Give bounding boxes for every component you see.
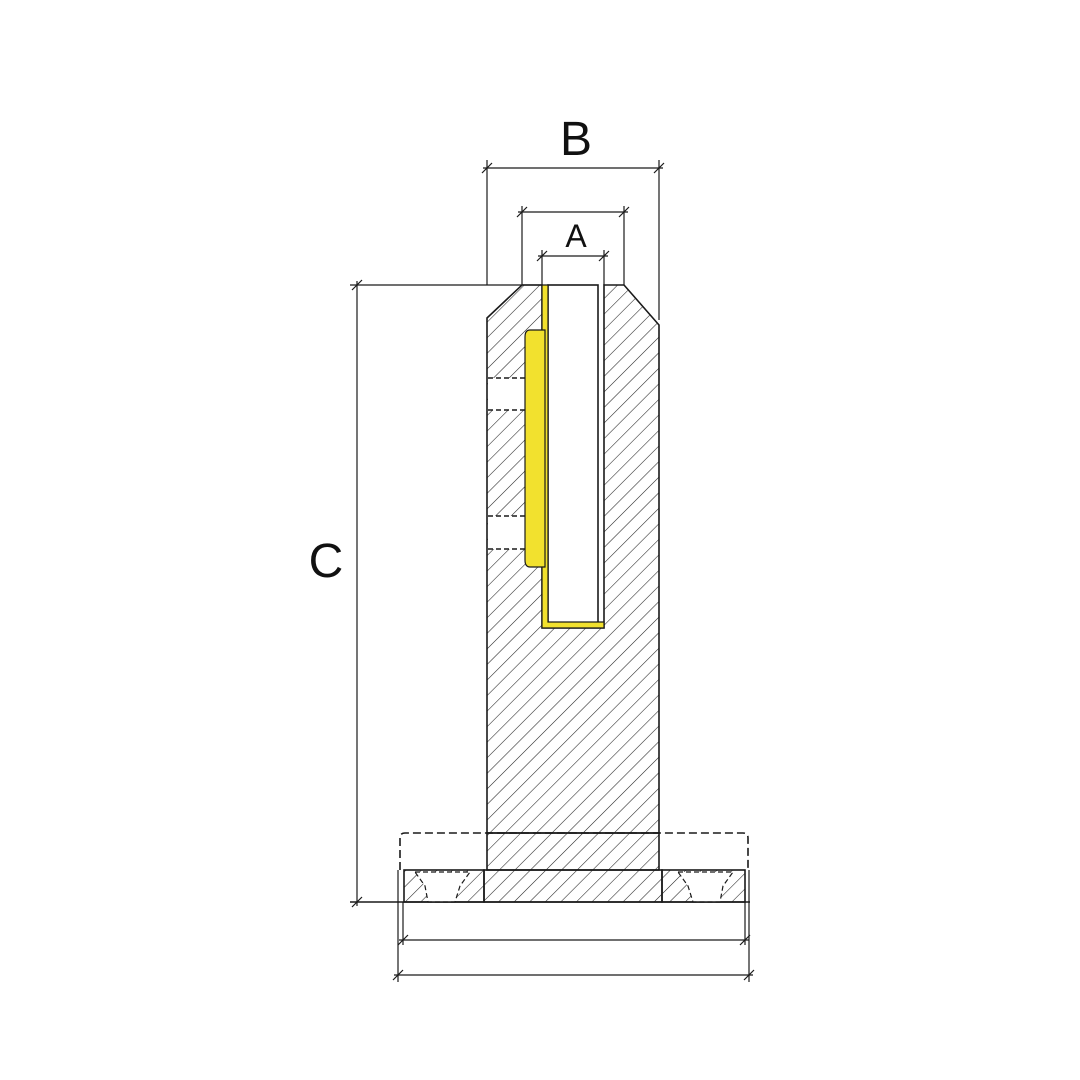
base-center-lower xyxy=(483,869,663,903)
base-plate xyxy=(350,832,750,903)
bolt-hole-upper xyxy=(488,378,525,410)
dimension-c-label: C xyxy=(309,535,344,588)
base-center-upper xyxy=(486,832,660,871)
pressure-pad xyxy=(524,329,546,568)
post-body xyxy=(486,284,660,834)
dimension-a-label: A xyxy=(565,218,587,254)
dimension-b-label: B xyxy=(560,113,592,166)
gasket-liner xyxy=(541,284,605,629)
dimension-lines xyxy=(350,160,755,982)
bolt-hole-lower xyxy=(488,516,525,549)
glass-slot xyxy=(547,284,599,624)
